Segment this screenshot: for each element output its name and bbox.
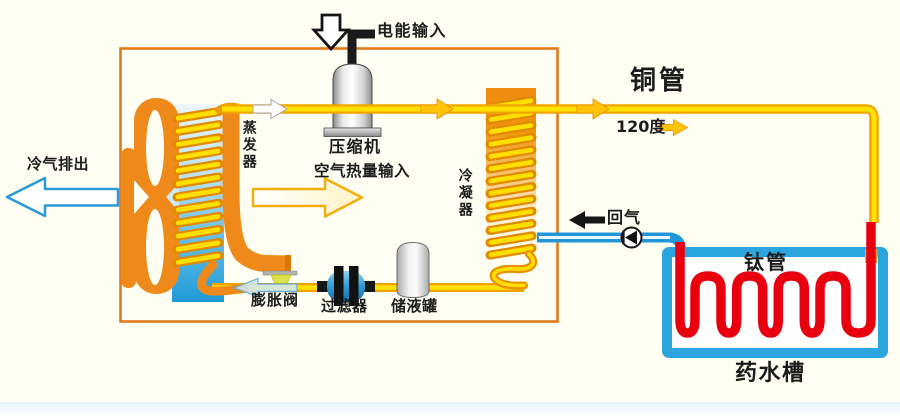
system-box [119,47,559,323]
bottom-strip [0,402,900,416]
titanium-coil-icon [675,222,878,338]
label-air-heat-input: 空气热量输入 [314,162,411,180]
flow-right-arrow-yellow-icon [420,98,454,120]
label-copper-pipe: 铜管 [630,66,689,96]
label-compressor: 压缩机 [329,137,382,156]
label-condenser: 冷凝器 [456,168,473,219]
flow-left-arrow-icon [232,277,298,298]
label-filter: 过滤器 [321,297,368,315]
liquid-receiver-icon [396,241,430,299]
label-temp-120: 120度 [616,117,666,136]
label-cold-air-out: 冷气排出 [27,155,90,173]
air-heat-input-arrow-icon [251,177,364,218]
label-evaporator: 蒸发器 [240,120,257,171]
label-titanium-pipe: 钛管 [744,250,788,274]
flow-right-arrow-white-icon [252,98,288,120]
label-chemical-tank: 药水槽 [735,361,806,386]
label-electric-input: 电能输入 [377,21,448,40]
label-liquid-receiver: 储液罐 [391,297,438,315]
evaporator-outlet-pipe [222,112,291,273]
electric-input-arrow-icon [310,13,352,52]
fan-icon [121,98,179,294]
check-valve-icon [620,226,643,249]
flow-right-arrow-yellow2-icon [576,98,610,120]
evaporator-coil-curl [197,260,249,296]
label-return-gas: 回气 [607,208,642,227]
filter-icon [317,266,375,306]
condenser-icon [486,88,538,290]
label-expansion-valve: 膨胀阀 [251,291,300,309]
cold-air-out-arrow-icon [5,176,120,218]
hot-gas-pipe [222,104,879,223]
return-gas-arrow-icon [569,211,605,229]
